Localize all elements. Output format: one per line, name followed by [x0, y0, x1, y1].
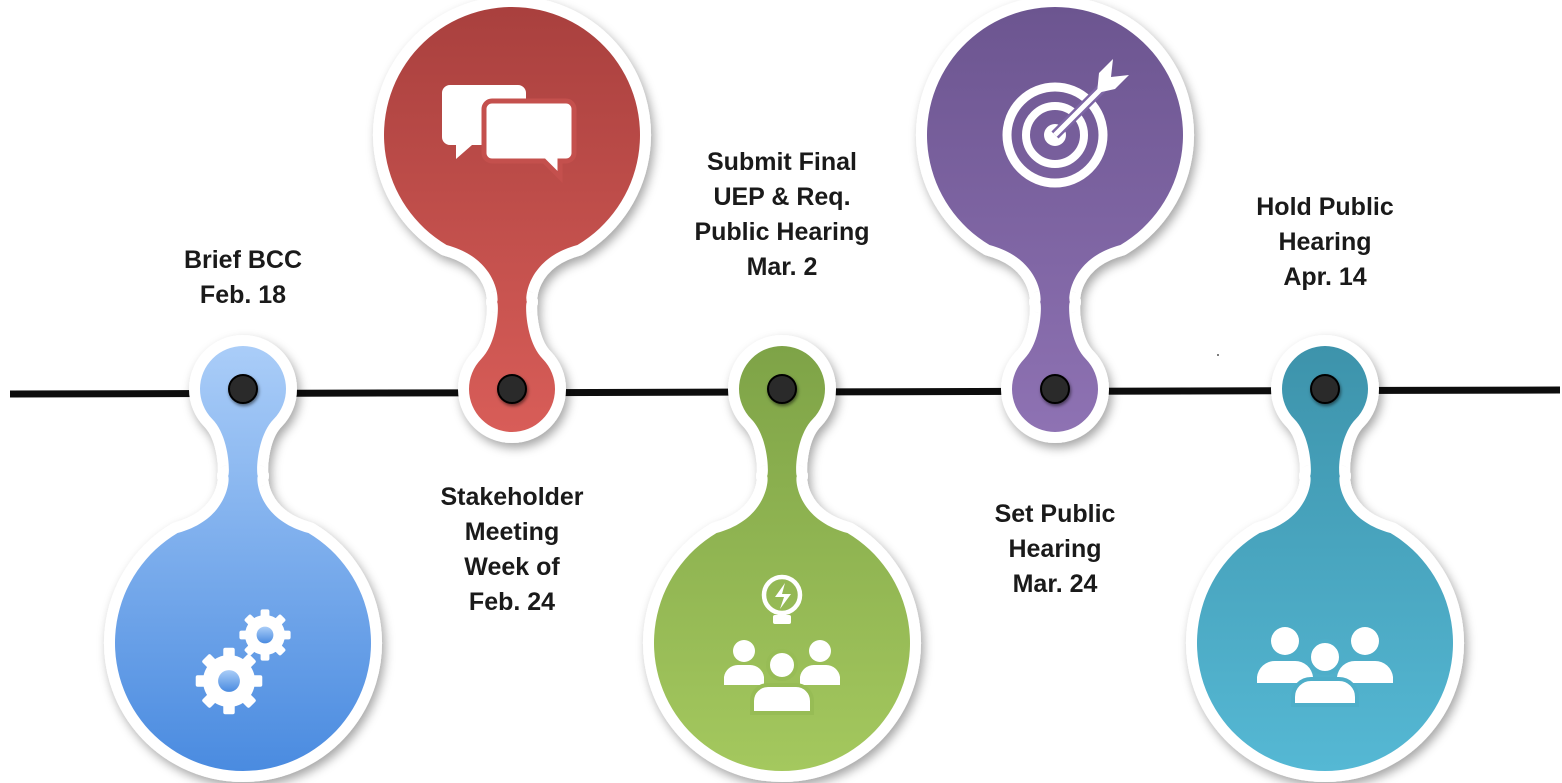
milestone-label-line: Hearing: [1008, 535, 1102, 563]
milestone-stakeholder-meeting: [373, 0, 651, 443]
milestone-hold-public-hearing: [1186, 335, 1464, 782]
milestone-pin: [383, 7, 641, 432]
milestone-label-line: Meeting: [464, 518, 560, 546]
milestone-label-line: Week of: [464, 553, 560, 581]
milestone-brief-bcc: [104, 335, 382, 782]
milestone-pin: [114, 346, 371, 771]
timeline-node-dot: [228, 374, 258, 404]
timeline-node-dot: [767, 374, 797, 404]
stray-dot: [1217, 354, 1219, 356]
timeline-node-dot: [1040, 374, 1070, 404]
milestone-label-line: Hold Public: [1256, 193, 1394, 221]
gear-shape: [195, 647, 263, 715]
idea-team-icon: [724, 574, 840, 715]
milestone-label-line: Apr. 14: [1283, 263, 1367, 291]
milestone-label-line: Mar. 24: [1012, 570, 1098, 598]
milestone-label-line: Feb. 18: [199, 281, 287, 309]
milestone-label-line: Stakeholder: [440, 483, 584, 511]
milestone-pin: [927, 7, 1183, 433]
milestone-label-line: Submit Final: [707, 148, 857, 176]
milestone-label-line: Mar. 2: [746, 253, 818, 281]
milestone-label-line: Hearing: [1278, 228, 1372, 256]
milestone-label-brief-bcc: Brief BCC Feb. 18: [113, 243, 373, 313]
milestone-label-line: Brief BCC: [183, 246, 303, 274]
milestone-label-line: UEP & Req.: [713, 183, 851, 211]
chat-bubbles-icon: [442, 85, 577, 184]
milestone-label-line: Feb. 24: [468, 588, 556, 616]
milestone-label-line: Public Hearing: [694, 218, 870, 246]
milestone-label-line: Set Public: [994, 500, 1116, 528]
timeline-node-dot: [497, 374, 527, 404]
gear-shape: [239, 609, 291, 661]
target-icon: [1002, 59, 1129, 188]
gears-icon: [195, 609, 291, 715]
people-group-icon: [1257, 627, 1393, 707]
timeline-node-dot: [1310, 374, 1340, 404]
milestones-layer: [104, 0, 1464, 782]
milestone-pin: [654, 346, 910, 771]
milestone-set-public-hearing: [916, 0, 1194, 443]
milestone-submit-final-uep: [643, 335, 921, 782]
milestone-pin: [1196, 345, 1454, 771]
